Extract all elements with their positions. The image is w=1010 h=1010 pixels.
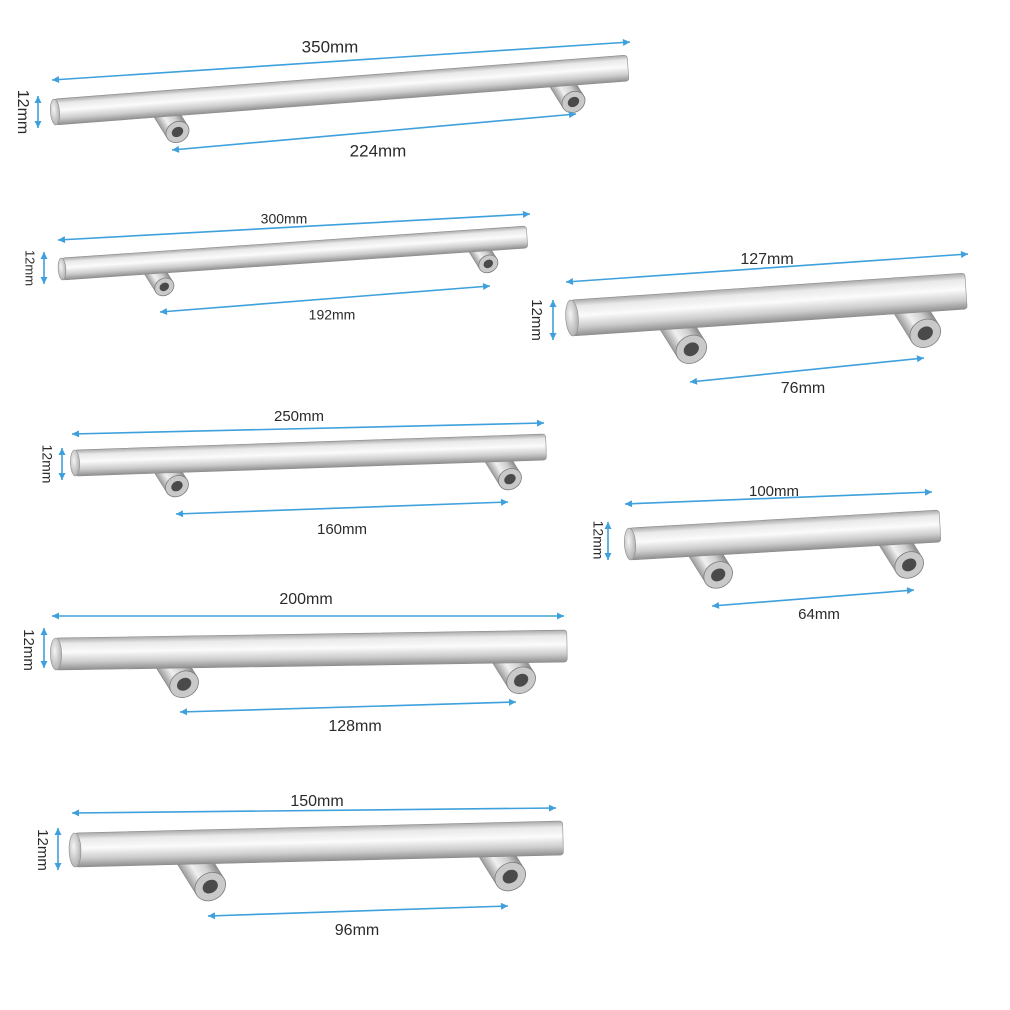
handle-100-length-arrow <box>624 488 933 508</box>
handle-300-diameter-arrow <box>40 252 48 284</box>
handle-150: 150mm 96mm 12mm <box>34 793 564 939</box>
handle-350: 350mm 224mm 12mm <box>14 37 631 160</box>
handle-300-hole-label: 192mm <box>309 307 356 323</box>
handle-250-hole-label: 160mm <box>317 521 367 538</box>
handle-100-hole-arrow <box>711 587 915 609</box>
handle-350-diameter-arrow <box>34 96 42 128</box>
handle-150-hole-arrow <box>207 902 509 920</box>
handle-127-bar <box>565 272 968 337</box>
handle-100-bar <box>624 509 942 561</box>
handle-300-length-label: 300mm <box>261 211 308 227</box>
handle-350-diameter-label: 12mm <box>14 90 31 134</box>
handle-150-bar <box>68 820 564 868</box>
handle-100-hole-label: 64mm <box>798 606 840 623</box>
handle-250-hole-arrow <box>175 498 509 518</box>
handle-200-bar <box>50 629 568 671</box>
handle-127-diameter-label: 12mm <box>528 299 545 341</box>
handle-200-diameter-arrow <box>40 628 48 668</box>
handle-300-length-arrow <box>57 210 531 244</box>
handle-100-diameter-label: 12mm <box>590 521 606 560</box>
handle-127-length-arrow <box>565 250 969 286</box>
handle-350-post-2 <box>545 67 586 114</box>
handle-300-hole-arrow <box>159 283 491 315</box>
handle-200-diameter-label: 12mm <box>20 629 37 671</box>
handle-100: 100mm 64mm 12mm <box>590 483 942 623</box>
handle-300-diameter-label: 12mm <box>23 250 38 286</box>
handle-200: 200mm 128mm 12mm <box>20 591 568 735</box>
handle-200-hole-arrow <box>179 698 517 716</box>
handle-250: 250mm 160mm 12mm <box>39 408 547 538</box>
handle-200-length-label: 200mm <box>279 591 332 608</box>
handle-100-diameter-arrow <box>604 522 612 560</box>
handle-127-length-label: 127mm <box>740 251 793 268</box>
handle-300-bar <box>57 225 528 281</box>
handle-200-hole-label: 128mm <box>328 718 381 735</box>
handle-150-length-label: 150mm <box>290 793 343 810</box>
handle-150-diameter-label: 12mm <box>34 829 51 871</box>
handle-250-bar <box>70 433 547 477</box>
handle-350-bar <box>50 54 630 126</box>
handle-100-length-label: 100mm <box>749 483 799 500</box>
handle-150-length-arrow <box>71 804 557 817</box>
handle-250-length-arrow <box>71 419 545 438</box>
handle-127-hole-arrow <box>689 355 925 385</box>
handle-250-diameter-label: 12mm <box>39 445 55 484</box>
handle-350-length-arrow <box>51 38 631 84</box>
handle-350-hole-arrow <box>171 111 577 153</box>
handle-127-diameter-arrow <box>549 300 557 340</box>
handle-150-hole-label: 96mm <box>335 922 379 939</box>
handle-250-length-label: 250mm <box>274 408 324 425</box>
handle-200-length-arrow <box>52 612 564 620</box>
handle-250-diameter-arrow <box>58 448 66 480</box>
handle-300: 300mm 192mm 12mm <box>23 210 531 323</box>
handle-350-hole-label: 224mm <box>350 141 407 160</box>
handle-350-length-label: 350mm <box>302 37 359 56</box>
handle-127: 127mm 76mm 12mm <box>528 250 969 397</box>
handle-127-hole-label: 76mm <box>781 380 825 397</box>
handle-150-diameter-arrow <box>54 828 62 870</box>
